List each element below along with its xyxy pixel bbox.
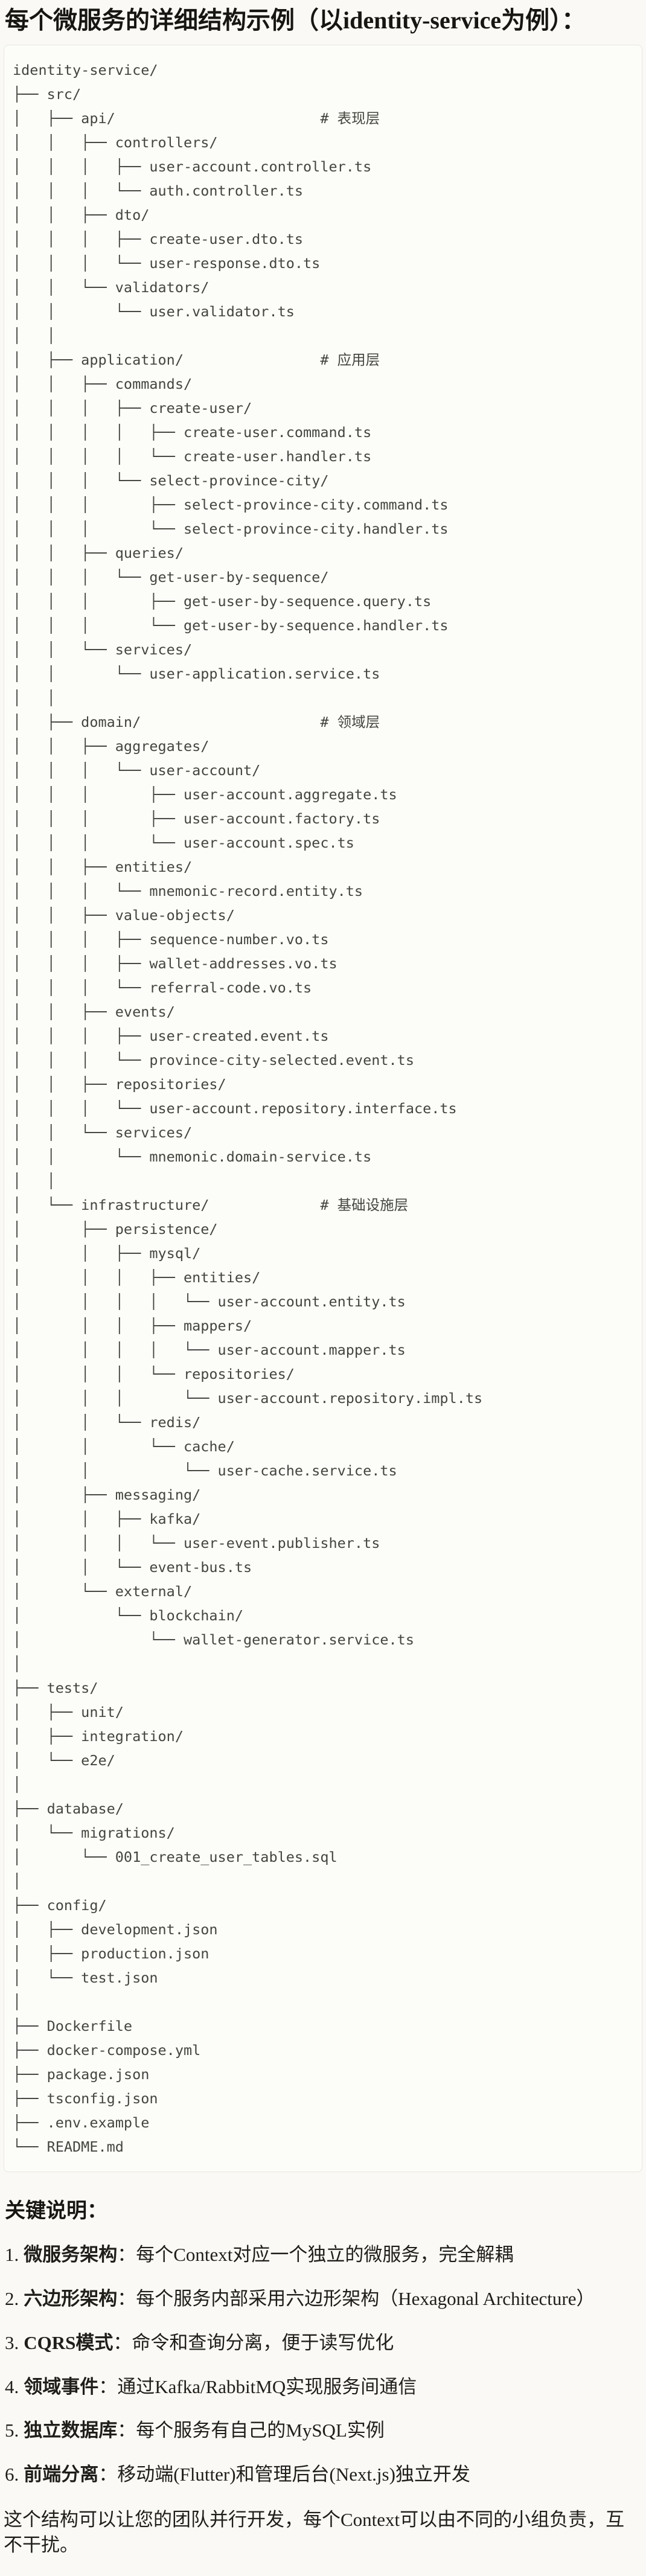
- note-desc: 命令和查询分离，便于读写优化: [132, 2332, 394, 2353]
- note-colon: ：: [113, 2332, 132, 2353]
- note-desc: 通过Kafka/RabbitMQ实现服务间通信: [117, 2376, 417, 2397]
- note-desc: 移动端(Flutter)和管理后台(Next.js)独立开发: [117, 2464, 470, 2485]
- note-number: 3.: [5, 2332, 19, 2353]
- note-term: 领域事件: [24, 2376, 99, 2397]
- note-colon: ：: [117, 2420, 136, 2441]
- note-desc: 每个服务有自己的MySQL实例: [136, 2420, 385, 2441]
- note-number: 5.: [5, 2420, 19, 2441]
- note-number: 1.: [5, 2244, 19, 2265]
- note-desc: 每个服务内部采用六边形架构（Hexagonal Architecture）: [136, 2287, 595, 2309]
- code-block: identity-service/ ├── src/ │ ├── api/ # …: [4, 45, 642, 2172]
- note-colon: ：: [98, 2464, 118, 2485]
- note-number: 2.: [5, 2287, 19, 2309]
- page-title: 每个微服务的详细结构示例（以identity-service为例）：: [5, 7, 586, 34]
- note-colon: ：: [117, 2244, 136, 2265]
- note-term: 六边形架构: [24, 2287, 118, 2309]
- note-item-2: 2.六边形架构：每个服务内部采用六边形架构（Hexagonal Architec…: [5, 2286, 642, 2312]
- note-colon: ：: [98, 2376, 118, 2397]
- closing-paragraph: 这个结构可以让您的团队并行开发，每个Context可以由不同的小组负责，互不干扰…: [4, 2509, 625, 2555]
- note-item-4: 4.领域事件：通过Kafka/RabbitMQ实现服务间通信: [5, 2374, 642, 2400]
- note-item-5: 5.独立数据库：每个服务有自己的MySQL实例: [5, 2418, 642, 2443]
- note-term: CQRS模式: [24, 2332, 114, 2353]
- note-term: 独立数据库: [24, 2420, 118, 2441]
- note-colon: ：: [117, 2287, 136, 2309]
- notes-heading: 关键说明：: [5, 2200, 107, 2222]
- note-term: 前端分离: [24, 2464, 99, 2485]
- file-tree: identity-service/ ├── src/ │ ├── api/ # …: [13, 62, 483, 2155]
- note-item-1: 1.微服务架构：每个Context对应一个独立的微服务，完全解耦: [5, 2242, 642, 2268]
- note-number: 6.: [5, 2464, 19, 2485]
- note-term: 微服务架构: [24, 2244, 118, 2265]
- note-desc: 每个Context对应一个独立的微服务，完全解耦: [136, 2244, 514, 2265]
- note-item-6: 6.前端分离：移动端(Flutter)和管理后台(Next.js)独立开发: [5, 2462, 642, 2487]
- note-number: 4.: [5, 2376, 19, 2397]
- note-item-3: 3.CQRS模式：命令和查询分离，便于读写优化: [5, 2330, 642, 2356]
